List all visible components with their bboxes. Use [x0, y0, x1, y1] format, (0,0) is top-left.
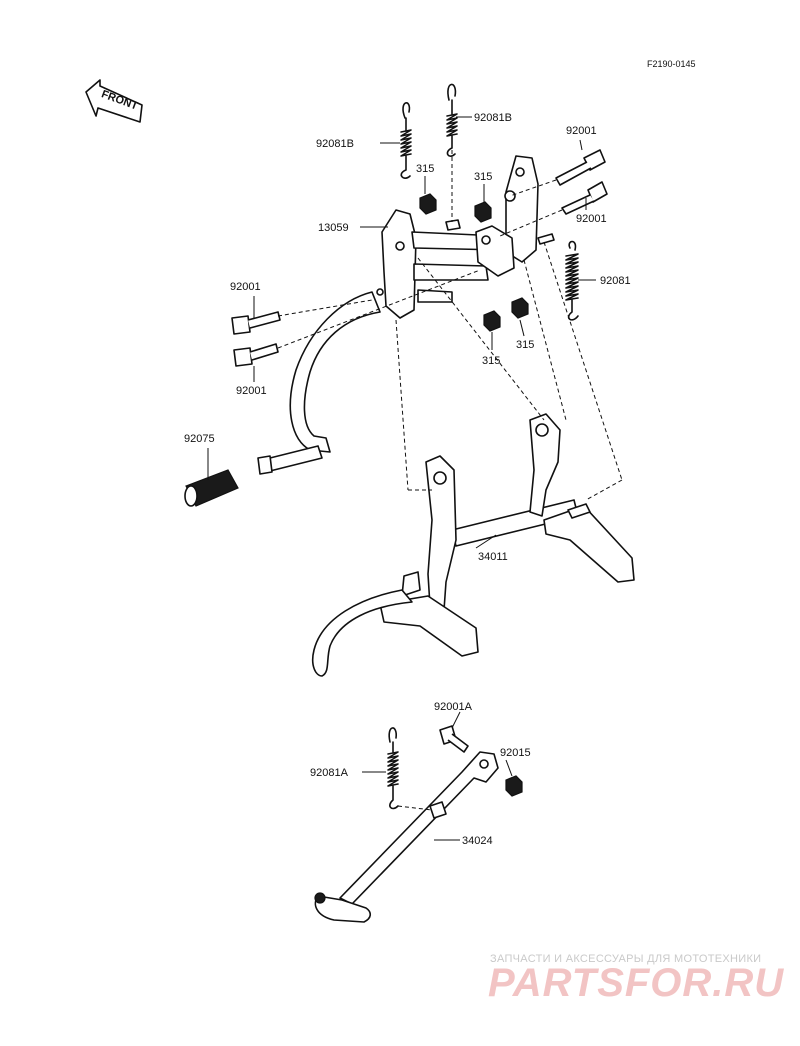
- bolt-92001A: [439, 725, 469, 753]
- nut-315-a: [419, 193, 437, 215]
- main-stand-34011: [311, 413, 635, 677]
- label-13059: 13059: [318, 222, 349, 234]
- label-92015: 92015: [500, 747, 531, 759]
- front-arrow-icon: FRONT: [85, 79, 143, 123]
- label-315-a: 315: [416, 163, 434, 175]
- nut-315-b: [474, 201, 492, 223]
- label-34024: 34024: [462, 835, 493, 847]
- label-92001-top1: 92001: [566, 125, 597, 137]
- nut-315-c: [483, 310, 501, 332]
- bolt-92001-left2: [233, 343, 279, 367]
- pedal-rubber-92075: [184, 469, 239, 507]
- spring-92081B-left: [400, 102, 412, 179]
- watermark-brand: PARTSFOR.RU: [488, 961, 784, 1005]
- label-315-c: 315: [482, 355, 500, 367]
- side-stand-34024: [314, 751, 499, 923]
- nut-92015: [505, 775, 523, 797]
- label-315-d: 315: [516, 339, 534, 351]
- leader-lines: [207, 116, 623, 841]
- pedal-shaft: [257, 445, 323, 475]
- label-92075: 92075: [184, 433, 215, 445]
- watermark-tagline: ЗАПЧАСТИ И АКСЕССУАРЫ ДЛЯ МОТОТЕХНИКИ: [490, 953, 761, 965]
- label-92001A: 92001A: [434, 701, 473, 713]
- bolt-92001-top2: [561, 181, 608, 215]
- spring-92081: [565, 240, 579, 321]
- bolt-92001-left1: [231, 311, 281, 335]
- label-92081A: 92081A: [310, 767, 349, 779]
- stand-arm: [289, 291, 381, 453]
- part-labels: 92081B 92081B 92001 92001 315 315 13059 …: [184, 112, 631, 847]
- label-92001-top2: 92001: [576, 213, 607, 225]
- spring-92081B-right: [446, 83, 458, 157]
- spring-92081A: [387, 727, 399, 810]
- label-92081B-right: 92081B: [474, 112, 512, 124]
- diagram-code: F2190-0145: [647, 59, 696, 69]
- label-92081: 92081: [600, 275, 631, 287]
- label-92001-left1: 92001: [230, 281, 261, 293]
- label-34011: 34011: [478, 551, 508, 563]
- label-92081B-left: 92081B: [316, 138, 354, 150]
- label-315-b: 315: [474, 171, 492, 183]
- bolt-92001-top1: [555, 149, 606, 186]
- nut-315-d: [511, 297, 529, 319]
- watermark: ЗАПЧАСТИ И АКСЕССУАРЫ ДЛЯ МОТОТЕХНИКИ PA…: [488, 953, 784, 1005]
- stand-bracket-13059: [376, 155, 555, 319]
- label-92001-left2: 92001: [236, 385, 267, 397]
